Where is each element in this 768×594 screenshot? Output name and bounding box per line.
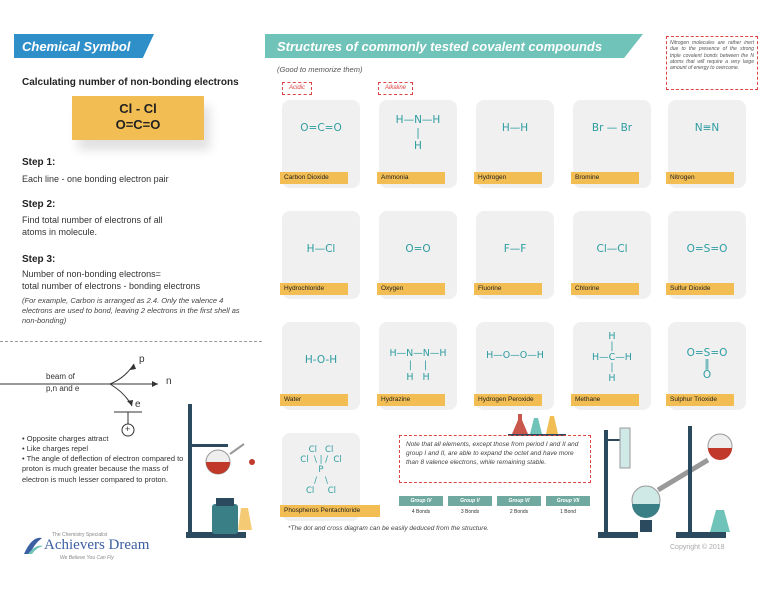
- compound-card-chlorine: Cl—Cl Chlorine: [571, 211, 651, 299]
- beam-label-line2: p,n and e: [46, 384, 80, 393]
- group-header: Group VII: [546, 496, 590, 506]
- step3-text-line1: Number of non-bonding electrons=: [22, 269, 161, 279]
- compound-label: Hydrogen Peroxide: [474, 394, 542, 406]
- compound-formula: H—N—H | H: [395, 114, 441, 153]
- compound-card-carbon-dioxide: O=C=O Carbon Dioxide: [280, 100, 360, 188]
- compound-card-bromine: Br — Br Bromine: [571, 100, 651, 188]
- compound-card-sulphur-trioxide: O=S=O ‖ O Sulphur Trioxide: [666, 322, 746, 410]
- compound-card-sulfur-dioxide: O=S=O Sulfur Dioxide: [666, 211, 746, 299]
- compound-formula: N≡N: [694, 122, 720, 134]
- non-bonding-subtitle: Calculating number of non-bonding electr…: [22, 77, 239, 88]
- compound-formula: O=S=O ‖ O: [686, 347, 728, 382]
- logo-tagline-bottom: We Believe You Can Fly: [60, 555, 114, 561]
- chemical-symbol-banner: Chemical Symbol: [14, 34, 154, 58]
- compound-formula: O=S=O: [686, 243, 728, 255]
- flasks-illustration: [508, 414, 566, 436]
- compound-label: Hydrazine: [377, 394, 445, 406]
- step1-title: Step 1:: [22, 157, 56, 168]
- compound-formula: H—H: [501, 122, 529, 134]
- formula-line-1: Cl - Cl: [119, 101, 157, 116]
- compound-card-hydrogen: H—H Hydrogen: [474, 100, 554, 188]
- compound-label: Water: [280, 394, 348, 406]
- step2-title: Step 2:: [22, 199, 56, 210]
- electron-label: e: [135, 399, 141, 410]
- compound-card-ammonia: H—N—H | H Ammonia: [377, 100, 457, 188]
- group-bonds: 2 Bonds: [509, 509, 529, 515]
- compound-label: Bromine: [571, 172, 639, 184]
- section-divider: [0, 341, 262, 342]
- step3-note: (For example, Carbon is arranged as 2.4.…: [22, 296, 240, 325]
- compound-formula: F—F: [503, 243, 527, 255]
- compound-label: Phospheros Pentachloride: [280, 505, 380, 517]
- compound-label: Fluorine: [474, 283, 542, 295]
- compound-formula: O=O: [405, 243, 431, 255]
- alkaline-tag: Alkaline: [378, 82, 414, 95]
- compound-formula: H-O-H: [304, 354, 338, 366]
- compound-label: Hydrochloride: [280, 283, 348, 295]
- compound-label: Chlorine: [571, 283, 639, 295]
- compound-formula: Cl Cl Cl \ | / Cl P / \ Cl Cl: [300, 445, 342, 496]
- acidic-tag: Acidic: [282, 82, 313, 95]
- compound-card-hydrazine: H—N—N—H | | H H Hydrazine: [377, 322, 457, 410]
- compound-formula: O=C=O: [300, 122, 342, 134]
- compound-label: Oxygen: [377, 283, 445, 295]
- step2-text-line1: Find total number of electrons of all: [22, 215, 163, 225]
- compound-label: Ammonia: [377, 172, 445, 184]
- compound-formula: H | H—C—H | H: [592, 331, 632, 384]
- compound-label: Nitrogen: [666, 172, 734, 184]
- memorize-note: (Good to memorize them): [277, 65, 363, 74]
- compound-card-hydrochloride: H—Cl Hydrochloride: [280, 211, 360, 299]
- compound-card-methane: H | H—C—H | H Methane: [571, 322, 651, 410]
- compound-formula: H—Cl: [306, 243, 336, 255]
- bullet-item: Opposite charges attract: [22, 434, 192, 444]
- compound-card-nitrogen: N≡N Nitrogen: [666, 100, 746, 188]
- bullet-item: Like charges repel: [22, 444, 192, 454]
- group-header: Group VI: [497, 496, 541, 506]
- group-bonds: 4 Bonds: [411, 509, 431, 515]
- compound-formula: H—O—O—H: [486, 350, 544, 361]
- positive-plate-label: +: [125, 424, 131, 434]
- copyright-text: Copyright © 2018: [670, 544, 725, 551]
- compound-card-fluorine: F—F Fluorine: [474, 211, 554, 299]
- compound-formula: H—N—N—H | | H H: [389, 348, 447, 383]
- proton-label: p: [139, 354, 145, 365]
- dot-cross-footnote: *The dot and cross diagram can be easily…: [288, 525, 489, 532]
- step1-text: Each line - one bonding electron pair: [22, 174, 169, 184]
- group-bonds: 3 Bonds: [460, 509, 480, 515]
- beam-label-line1: beam of: [46, 372, 75, 381]
- compound-card-hydrogen-peroxide: H—O—O—H Hydrogen Peroxide: [474, 322, 554, 410]
- octet-expansion-note: Note that all elements, except those fro…: [399, 435, 591, 483]
- compound-formula: Cl—Cl: [596, 243, 628, 255]
- logo-tagline-top: The Chemistry Specialist: [52, 532, 108, 538]
- lab-stand-illustration: [186, 404, 255, 538]
- compound-label: Sulphur Trioxide: [666, 394, 734, 406]
- compound-card-phosphorus-pentachloride: Cl Cl Cl \ | / Cl P / \ Cl Cl Phospheros…: [280, 433, 380, 521]
- bullet-item: The angle of deflection of electron comp…: [22, 454, 192, 484]
- step2-text-line2: atoms in molecule.: [22, 227, 98, 237]
- compound-label: Sulfur Dioxide: [666, 283, 734, 295]
- compound-label: Methane: [571, 394, 639, 406]
- logo-name: Achievers Dream: [44, 537, 150, 553]
- charge-bullets: Opposite charges attract Like charges re…: [22, 434, 192, 485]
- example-formula-box: Cl - Cl O=C=O: [72, 96, 204, 140]
- compound-card-oxygen: O=O Oxygen: [377, 211, 457, 299]
- group-bonds: 1 Bond: [560, 509, 576, 515]
- step3-text-line2: total number of electrons - bonding elec…: [22, 281, 201, 291]
- compound-card-water: H-O-H Water: [280, 322, 360, 410]
- nitrogen-note: Nitrogen molecules are rather inert due …: [666, 36, 758, 90]
- achievers-dream-logo-icon: [24, 537, 43, 554]
- compound-label: Carbon Dioxide: [280, 172, 348, 184]
- formula-line-2: O=C=O: [115, 117, 161, 133]
- step3-title: Step 3:: [22, 254, 56, 265]
- distillation-illustration: [598, 426, 733, 538]
- compound-label: Hydrogen: [474, 172, 542, 184]
- compound-formula: Br — Br: [591, 122, 633, 134]
- group-header: Group IV: [399, 496, 443, 506]
- neutron-label: n: [166, 376, 172, 387]
- group-header: Group V: [448, 496, 492, 506]
- covalent-structures-banner: Structures of commonly tested covalent c…: [265, 34, 643, 58]
- deflection-diagram: [0, 363, 158, 437]
